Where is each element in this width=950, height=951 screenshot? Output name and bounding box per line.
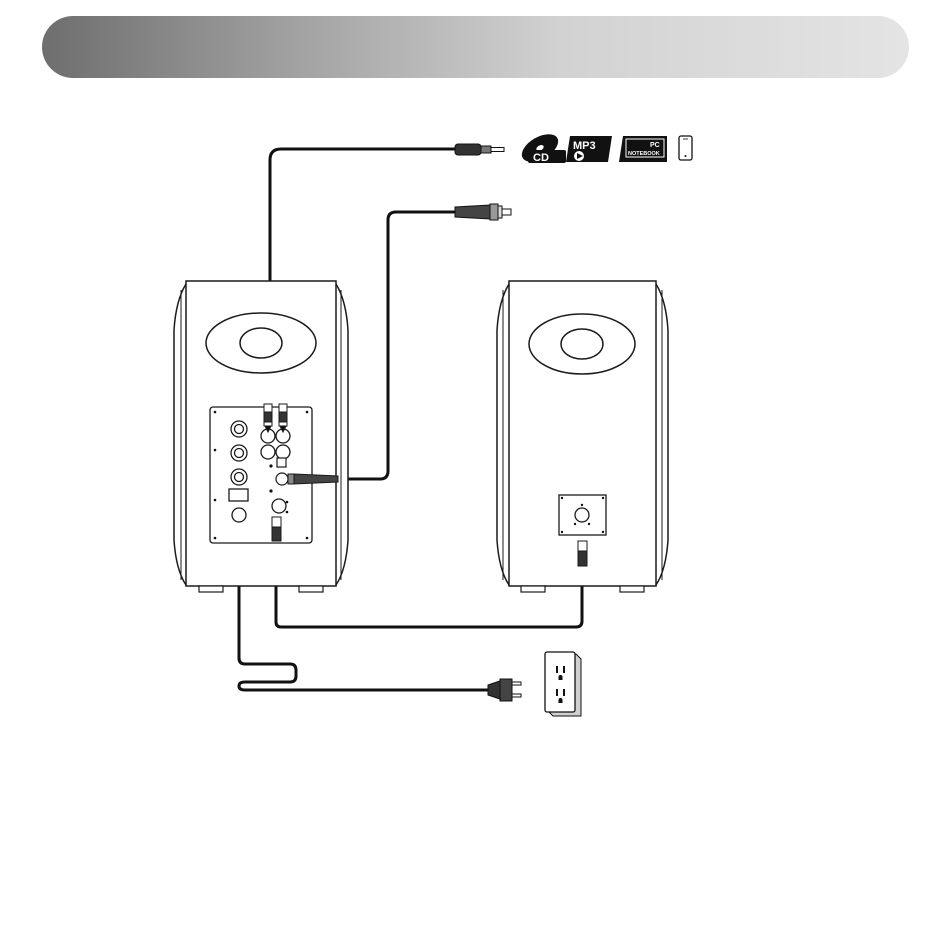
control-knobs xyxy=(231,421,247,485)
power-inlet xyxy=(232,508,246,522)
power-plug-icon xyxy=(488,679,521,701)
cd-label: CD xyxy=(533,152,549,164)
notebook-label: NOTEBOOK xyxy=(628,151,660,157)
cd-icon: CD xyxy=(517,128,566,167)
optical-port xyxy=(277,458,286,467)
mp3-label: MP3 xyxy=(573,140,596,152)
pc-notebook-icon: PC NOTEBOOK xyxy=(619,136,667,162)
power-switch xyxy=(229,489,248,501)
pc-label: PC xyxy=(650,142,660,149)
speaker-link-plug xyxy=(272,517,281,541)
smartphone-icon xyxy=(679,136,692,160)
mp3-player-icon: MP3 xyxy=(566,136,612,162)
optical-plug-connector xyxy=(455,204,511,220)
right-speaker xyxy=(497,281,668,592)
wall-outlet-icon xyxy=(545,652,581,716)
speaker-link-plug-right xyxy=(578,541,587,566)
aux-jack-connector xyxy=(455,144,504,155)
left-speaker xyxy=(174,281,348,592)
speaker-output-port xyxy=(272,499,286,513)
optical-plug-inserted xyxy=(288,474,338,484)
optical-cable xyxy=(338,212,455,479)
